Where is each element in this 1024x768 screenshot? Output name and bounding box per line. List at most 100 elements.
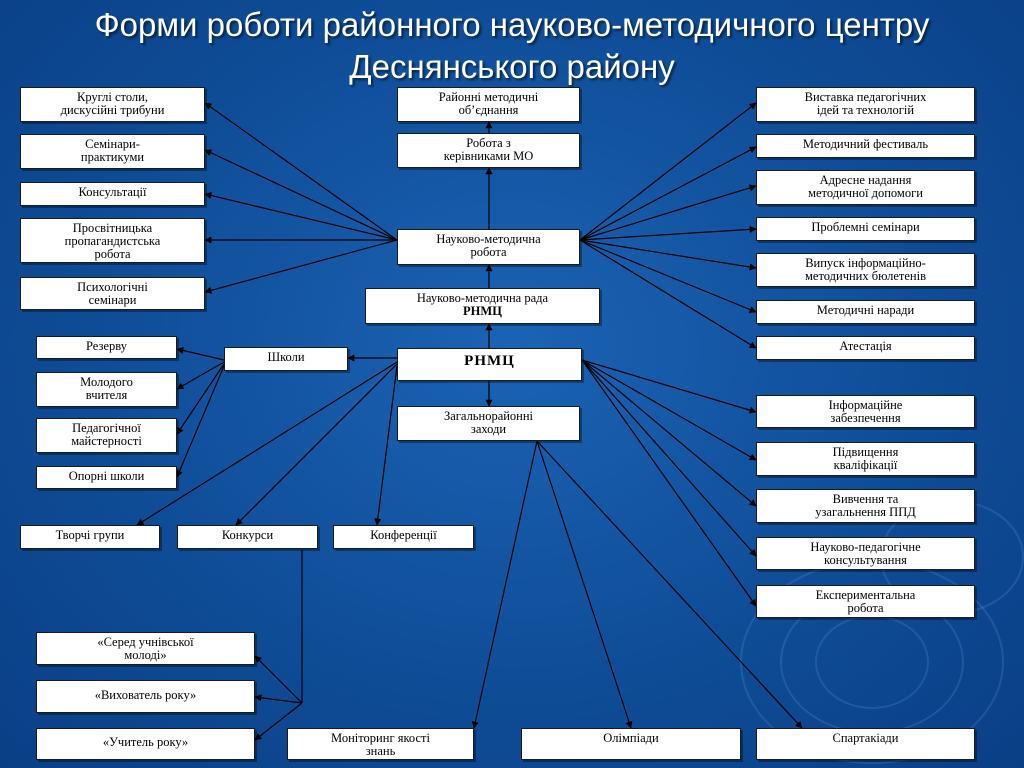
pedmajst-line-2: майстерності: [71, 434, 142, 448]
tvorchi-box: Творчі групи: [20, 525, 160, 549]
problemni-label: Проблемні семінари: [811, 220, 920, 234]
konkursy-label: Конкурси: [221, 528, 274, 542]
arrow-rnmc-inform: [581, 359, 757, 414]
arrow-rnmc-tvorchi: [136, 361, 398, 526]
rada-box: Науково-методична рада РНМЦ: [365, 288, 600, 324]
kruhli-line-2: дискусійні трибуни: [60, 103, 165, 117]
rmo-box: Районні методичні об’єднання: [397, 87, 580, 122]
kruhli-box: Круглі столи, дискусійні трибуни: [20, 87, 205, 122]
arrow-nmr-festival: [579, 146, 757, 241]
arrow-rnmc-konsult: [581, 359, 757, 557]
seminary-box: Семінари- практикуми: [20, 134, 205, 169]
atestacia-box: Атестація: [756, 336, 975, 360]
arrow-zag-spartakiady: [536, 440, 803, 729]
vystavka-box: Виставка педагогічних ідей та технологій: [756, 87, 975, 122]
konferencii-box: Конференції: [333, 525, 474, 549]
rnmc-label: РНМЦ: [464, 353, 515, 369]
tvorchi-label: Творчі групи: [55, 528, 125, 542]
konkursy-box: Конкурси: [177, 525, 318, 549]
uchytel-label: «Учитель року»: [102, 735, 189, 749]
adresne-line-2: методичної допомоги: [808, 186, 923, 200]
arrow-rnmc-konkursy: [235, 363, 398, 526]
konferencii-label: Конференції: [370, 528, 437, 542]
oporni-label: Опорні школи: [68, 469, 145, 483]
prosv-line-2: пропагандистська: [64, 234, 161, 248]
molodoho-line-1: Молодого: [80, 375, 133, 389]
nmr-box: Науково-методична робота: [397, 229, 580, 265]
vyvch-box: Вивчення та узагальнення ППД: [756, 489, 975, 523]
arrow-rnmc-vyvch: [581, 359, 757, 507]
monitoring-line-2: знань: [365, 744, 396, 758]
slide-title: Форми роботи районного науково-методично…: [0, 4, 1024, 88]
vystavka-line-1: Виставка педагогічних: [804, 90, 927, 104]
nmr-line-2: робота: [470, 245, 507, 259]
arrow-konkursy-sered: [254, 655, 303, 704]
konsult-label: Консультації: [78, 185, 147, 199]
arrow-nmr-narady: [579, 239, 757, 313]
uchytel-box: «Учитель року»: [36, 728, 255, 760]
narady-box: Методичні наради: [756, 300, 975, 324]
sered-box: «Серед учнівської молоді»: [36, 632, 255, 665]
inform-line-1: Інформаційне: [828, 398, 903, 412]
olimpiady-label: Олімпіади: [603, 731, 659, 745]
arrow-rnmc-eksper: [581, 359, 757, 607]
arrow-nmr-problemni: [579, 225, 757, 241]
prosv-line-3: робота: [94, 247, 131, 261]
narady-label: Методичні наради: [816, 303, 915, 317]
arrow-konkursy-vyhov: [254, 694, 303, 704]
zag-line-2: заходи: [470, 422, 507, 436]
inform-box: Інформаційне забезпечення: [756, 395, 975, 428]
arrow-nmr-adresne: [579, 184, 757, 241]
sered-line-2: молоді»: [124, 648, 167, 662]
seminary-line-1: Семінари-: [85, 137, 140, 151]
arrow-zag-monitoring: [471, 440, 538, 729]
festival-label: Методичний фестиваль: [802, 137, 929, 151]
monitoring-box: Моніторинг якості знань: [287, 728, 474, 760]
shkoly-box: Школи: [224, 347, 348, 371]
prosv-line-1: Просвітницька: [72, 221, 153, 235]
arrow-nmr-psyh: [204, 239, 398, 294]
npk-line-2: консультування: [824, 553, 907, 567]
pedmajst-line-1: Педагогічної: [72, 421, 141, 435]
atestacia-label: Атестація: [839, 339, 892, 353]
rnmc-box: РНМЦ: [397, 348, 582, 381]
vyvch-line-2: узагальнення ППД: [815, 505, 916, 519]
npk-box: Науково-педагогічне консультування: [756, 537, 975, 570]
mo-box: Робота з керівниками МО: [397, 133, 580, 168]
arrow-shkoly-rezervu: [176, 347, 225, 361]
arrow-nmr-kruhli: [204, 102, 398, 241]
vypusk-line-1: Випуск інформаційно-: [805, 256, 926, 270]
arrow-nmr-seminary: [204, 149, 398, 241]
pidv-line-2: кваліфікації: [833, 458, 898, 472]
kruhli-line-1: Круглі столи,: [77, 90, 148, 104]
vypusk-line-2: методичних бюлетенів: [805, 269, 926, 283]
npk-line-1: Науково-педагогічне: [810, 540, 921, 554]
zag-box: Загальнорайонні заходи: [397, 406, 580, 441]
seminary-line-2: практикуми: [80, 150, 145, 164]
rmo-line-1: Районні методичні: [438, 90, 539, 104]
arrow-rnmc-konferencii: [374, 365, 398, 526]
vyhov-label: «Вихователь року»: [94, 688, 197, 702]
spartakiady-box: Спартакіади: [756, 728, 975, 760]
shkoly-label: Школи: [267, 350, 305, 364]
pidv-box: Підвищення кваліфікації: [756, 442, 975, 476]
konsult-box: Консультації: [20, 182, 205, 206]
arrow-shkoly-molodoho: [176, 361, 225, 390]
title-line-2: Деснянського району: [349, 48, 675, 85]
vypusk-box: Випуск інформаційно- методичних бюлетені…: [756, 253, 975, 287]
mo-line-2: керівниками МО: [443, 149, 534, 163]
nmr-line-1: Науково-методична: [436, 232, 541, 246]
arrow-konkursy-uchytel: [254, 702, 303, 741]
title-line-1: Форми роботи районного науково-методично…: [94, 6, 930, 43]
rezervu-label: Резерву: [86, 339, 127, 353]
psyh-box: Психологічні семінари: [20, 277, 205, 310]
problemni-box: Проблемні семінари: [756, 217, 975, 241]
rada-line-1: Науково-методична рада: [416, 291, 549, 305]
adresne-box: Адресне надання методичної допомоги: [756, 170, 975, 205]
rmo-line-2: об’єднання: [458, 103, 519, 117]
adresne-line-1: Адресне надання: [819, 173, 912, 187]
vyhov-box: «Вихователь року»: [36, 680, 255, 713]
arrow-nmr-atestacia: [579, 239, 757, 349]
